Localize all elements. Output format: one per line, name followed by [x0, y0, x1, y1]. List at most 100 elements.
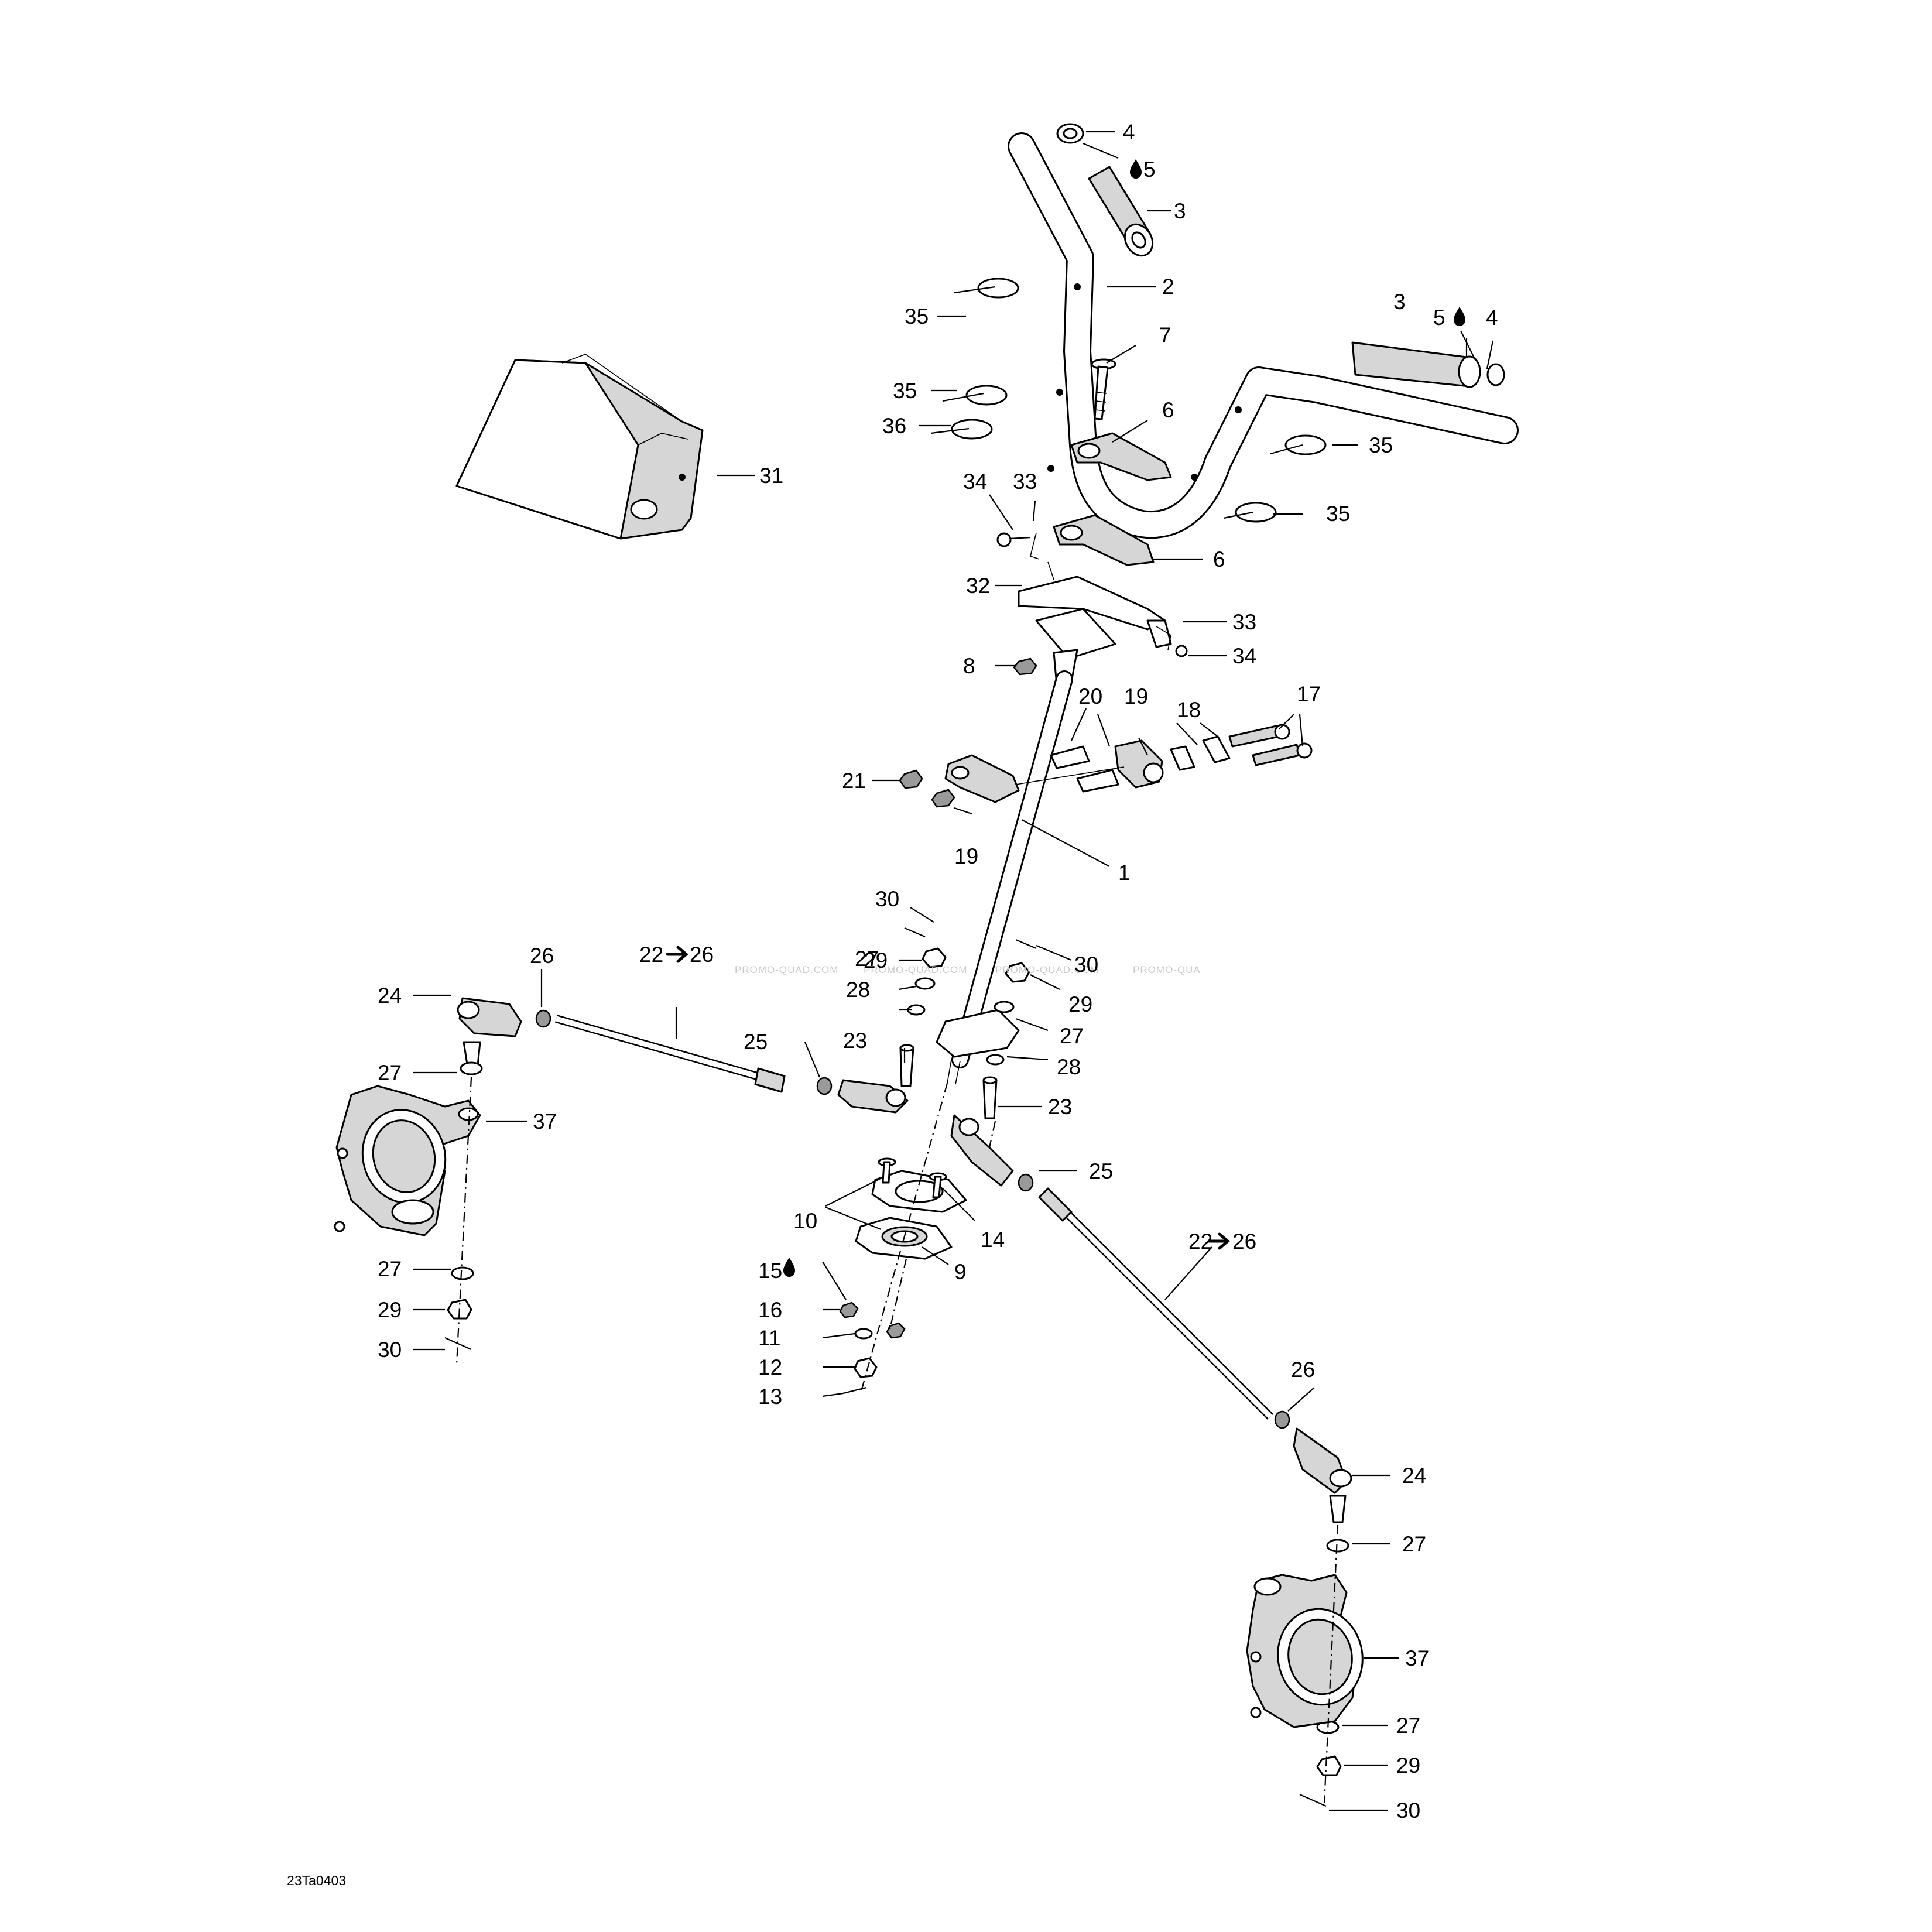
callout-label: 15 — [758, 1259, 782, 1283]
callout-label: 30 — [378, 1338, 402, 1362]
callout-label: 5 — [1433, 306, 1445, 330]
arrow-right-icon — [666, 946, 1230, 1250]
callout-label: 19 — [954, 844, 978, 868]
bearing-block-part — [944, 724, 1313, 803]
callout-label: 7 — [1159, 323, 1171, 347]
upper-clamp-part — [1070, 432, 1172, 481]
callout-label: 6 — [1213, 547, 1225, 571]
callout-label: 5 — [1143, 157, 1156, 181]
callout-label: 26 — [1291, 1358, 1315, 1382]
callout-labels: 4 5 3 2 3 5 4 35 7 35 6 36 35 31 34 33 3… — [378, 120, 1498, 1823]
callout-label: 12 — [758, 1355, 782, 1379]
callout-label: 3 — [1393, 290, 1406, 314]
callout-label: 29 — [1068, 992, 1092, 1016]
callout-label: 34 — [1232, 644, 1256, 668]
left-tie-rod-part — [555, 1015, 786, 1093]
callout-label: 35 — [893, 379, 917, 403]
lower-clamp-part — [1053, 514, 1155, 566]
callout-label: 25 — [744, 1030, 768, 1054]
callout-label: 4 — [1123, 120, 1135, 144]
right-grip-part — [1351, 341, 1481, 388]
callout-label: 23 — [843, 1029, 867, 1053]
callout-label: 19 — [1124, 684, 1148, 708]
ball-stud-part — [899, 1044, 998, 1119]
callout-label: 29 — [378, 1298, 402, 1322]
spring-clip-part — [1030, 532, 1171, 650]
carriage-bolt-part — [878, 1157, 947, 1198]
handlebar-part — [1008, 132, 1519, 539]
callout-label: 8 — [963, 654, 975, 678]
callout-label: 4 — [1486, 306, 1498, 330]
cotter-pin-part — [444, 927, 1327, 1807]
callout-label: 26 — [690, 943, 714, 967]
bar-end-plug-part — [1056, 123, 1505, 386]
callout-label: 29 — [1396, 1753, 1420, 1777]
svg-text:PROMO-QUA: PROMO-QUA — [1133, 964, 1201, 975]
right-steering-knuckle-part — [1246, 1574, 1364, 1728]
nut-8-part — [1013, 657, 1037, 676]
callout-label: 30 — [875, 887, 899, 911]
callout-label: 36 — [882, 414, 906, 438]
callout-label: 11 — [758, 1326, 780, 1350]
nut-21-part — [899, 769, 955, 808]
callout-label: 37 — [533, 1109, 557, 1133]
lower-fasteners-part — [839, 1301, 906, 1395]
callout-label: 35 — [1326, 502, 1350, 526]
callout-label: 31 — [759, 464, 783, 488]
callout-label: 9 — [954, 1260, 967, 1284]
callout-label: 16 — [758, 1298, 782, 1322]
callout-label: 27 — [1402, 1532, 1426, 1556]
callout-label: 34 — [963, 470, 987, 494]
callout-label: 1 — [1118, 861, 1131, 885]
watermark: PROMO-QUAD.COM PROMO-QUAD.COM PROMO-QUAD… — [735, 964, 1201, 975]
callout-label: 26 — [530, 944, 554, 968]
callout-label: 28 — [846, 978, 870, 1002]
callout-label: 27 — [378, 1257, 402, 1281]
svg-text:PROMO-QUAD.COM: PROMO-QUAD.COM — [735, 964, 838, 975]
callout-label: 27 — [378, 1061, 402, 1085]
leader-lines — [413, 131, 1494, 1811]
callout-label: 27 — [855, 947, 879, 971]
support-plate-part — [1018, 576, 1172, 648]
callout-label: 29 — [864, 948, 888, 972]
left-steering-knuckle-part — [334, 1085, 481, 1236]
callout-label: 22 — [1188, 1229, 1212, 1253]
svg-text:PROMO-QUAD.COM: PROMO-QUAD.COM — [995, 964, 1099, 975]
callout-label: 3 — [1174, 199, 1186, 223]
lower-bearing-flange-part — [855, 1170, 967, 1260]
callout-label: 21 — [842, 769, 866, 793]
right-tie-rod-part — [1038, 1187, 1273, 1420]
jam-nut-part — [535, 1009, 1290, 1429]
callout-label: 6 — [1162, 398, 1174, 422]
callout-label: 25 — [1089, 1159, 1113, 1183]
screw-part — [996, 532, 1188, 657]
assembly-axis-lines — [455, 1077, 1339, 1804]
callout-label: 27 — [1060, 1024, 1084, 1048]
drawing-code: 23Ta0403 — [287, 1873, 346, 1888]
cable-tie-part — [930, 278, 1327, 523]
callout-label: 24 — [1402, 1464, 1426, 1488]
callout-label: 10 — [793, 1209, 817, 1233]
callout-label: 23 — [1048, 1095, 1072, 1119]
callout-label: 30 — [1396, 1799, 1420, 1823]
callout-label: 30 — [1074, 953, 1098, 977]
callout-label: 20 — [1078, 684, 1102, 708]
callout-label: 33 — [1013, 470, 1037, 494]
washer-part — [451, 977, 1349, 1734]
callout-label: 22 — [639, 943, 663, 967]
callout-label: 17 — [1297, 682, 1321, 706]
castle-nut-part — [447, 947, 1342, 1776]
left-grip-part — [1088, 166, 1154, 257]
callout-label: 27 — [1396, 1714, 1420, 1738]
callout-label: 35 — [1369, 433, 1393, 457]
callout-label: 26 — [1232, 1229, 1256, 1253]
svg-text:PROMO-QUAD.COM: PROMO-QUAD.COM — [864, 964, 967, 975]
clamp-bolt-part — [1091, 358, 1116, 420]
callout-label: 28 — [1057, 1055, 1081, 1079]
steering-column-part — [936, 608, 1116, 1085]
callout-label: 35 — [905, 304, 929, 328]
callout-label: 13 — [758, 1385, 782, 1409]
callout-label: 33 — [1232, 610, 1256, 634]
callout-label: 18 — [1177, 698, 1201, 722]
